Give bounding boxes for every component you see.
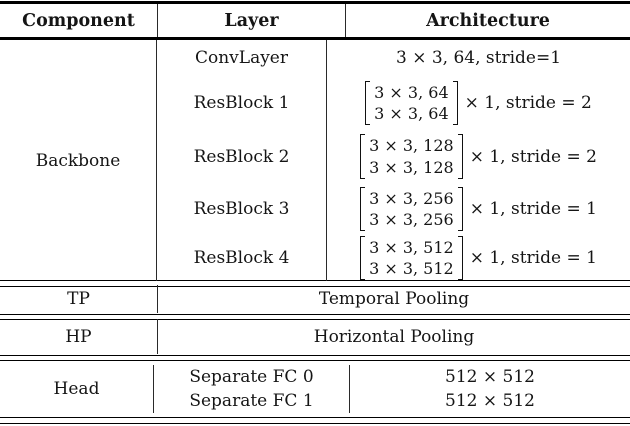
hp-section: HP Horizontal Pooling <box>0 319 630 354</box>
table-header-row: Component Layer Architecture <box>0 4 630 37</box>
right-bracket <box>457 186 463 232</box>
backbone-rows: ConvLayer 3 × 3, 64, stride=1 ResBlock 1… <box>156 40 630 281</box>
table-row-convlayer: ConvLayer 3 × 3, 64, stride=1 <box>156 40 630 76</box>
table-row-resblock1: ResBlock 1 3 × 3, 64 3 × 3, 64 × 1, stri… <box>156 76 630 130</box>
table-row-resblock3: ResBlock 3 3 × 3, 256 3 × 3, 256 × 1, st… <box>156 183 630 235</box>
header-cell-layer: Layer <box>157 4 345 37</box>
matrix-bracket-group: 3 × 3, 512 3 × 3, 512 <box>360 235 463 281</box>
architecture-value: 3 × 3, 64 3 × 3, 64 × 1, stride = 2 <box>327 76 630 130</box>
backbone-tp-separator-rule <box>0 280 630 287</box>
hp-value: Horizontal Pooling <box>157 319 630 354</box>
architecture-value: 3 × 3, 512 3 × 3, 512 × 1, stride = 1 <box>327 235 630 281</box>
matrix-suffix: × 1, stride = 2 <box>469 146 597 167</box>
matrix-row: 3 × 3, 64 <box>374 82 449 102</box>
layer-label: ResBlock 2 <box>156 130 327 183</box>
component-label-tp: TP <box>67 289 90 309</box>
table-row-separate-fc0: Separate FC 0 512 × 512 <box>153 364 630 389</box>
matrix-suffix: × 1, stride = 1 <box>469 248 597 268</box>
matrix-row: 3 × 3, 64 <box>374 104 449 123</box>
matrix-bracket-group: 3 × 3, 128 3 × 3, 128 <box>360 134 463 179</box>
table-row-separate-fc1: Separate FC 1 512 × 512 <box>153 388 630 413</box>
tp-section: TP Temporal Pooling <box>0 285 630 313</box>
layer-label: ResBlock 1 <box>156 76 327 130</box>
component-label-hp: HP <box>65 326 92 347</box>
tp-value: Temporal Pooling <box>157 285 630 313</box>
layer-label: ResBlock 4 <box>156 235 327 281</box>
matrix-rows: 3 × 3, 64 3 × 3, 64 <box>370 81 452 125</box>
head-section: Head Separate FC 0 512 × 512 Separate FC… <box>0 360 630 417</box>
matrix-row: 3 × 3, 128 <box>369 157 454 177</box>
left-bracket <box>360 134 366 179</box>
matrix-row: 3 × 3, 512 <box>369 259 454 278</box>
bottom-rule <box>0 417 630 424</box>
matrix-rows: 3 × 3, 256 3 × 3, 256 <box>365 187 458 231</box>
header-cell-component: Component <box>22 10 135 31</box>
left-bracket <box>360 235 366 281</box>
left-bracket <box>360 186 366 232</box>
matrix-rows: 3 × 3, 512 3 × 3, 512 <box>365 236 458 280</box>
architecture-value: 512 × 512 <box>445 390 535 411</box>
matrix-row: 3 × 3, 256 <box>369 210 454 229</box>
header-bottom-rule <box>0 37 630 40</box>
layer-label: ConvLayer <box>156 40 327 76</box>
layer-label: Separate FC 1 <box>153 388 350 413</box>
matrix-row: 3 × 3, 512 <box>369 237 454 257</box>
table-row-resblock4: ResBlock 4 3 × 3, 512 3 × 3, 512 × 1, st… <box>156 235 630 281</box>
architecture-value: 3 × 3, 256 3 × 3, 256 × 1, stride = 1 <box>327 183 630 235</box>
right-bracket <box>452 80 458 126</box>
matrix-bracket-group: 3 × 3, 64 3 × 3, 64 <box>365 80 458 126</box>
architecture-value: 3 × 3, 64, stride=1 <box>395 48 562 68</box>
matrix-row: 3 × 3, 128 <box>369 136 454 156</box>
layer-label: Separate FC 0 <box>153 364 350 389</box>
matrix-row: 3 × 3, 256 <box>369 188 454 208</box>
architecture-value: 512 × 512 <box>445 366 535 387</box>
matrix-suffix: × 1, stride = 1 <box>469 199 597 219</box>
top-rule <box>0 1 630 4</box>
matrix-rows: 3 × 3, 128 3 × 3, 128 <box>365 134 458 178</box>
matrix-bracket-group: 3 × 3, 256 3 × 3, 256 <box>360 186 463 232</box>
architecture-value: 3 × 3, 128 3 × 3, 128 × 1, stride = 2 <box>327 130 630 183</box>
hp-head-separator-rule <box>0 354 630 362</box>
head-rows: Separate FC 0 512 × 512 Separate FC 1 51… <box>153 360 630 417</box>
right-bracket <box>457 235 463 281</box>
header-cell-architecture: Architecture <box>345 4 630 37</box>
tp-hp-separator-rule <box>0 313 630 321</box>
component-label-backbone: Backbone <box>35 150 121 171</box>
layer-label: ResBlock 3 <box>156 183 327 235</box>
right-bracket <box>457 134 463 179</box>
backbone-section: Backbone ConvLayer 3 × 3, 64, stride=1 R… <box>0 40 630 281</box>
left-bracket <box>365 80 371 126</box>
table-row-resblock2: ResBlock 2 3 × 3, 128 3 × 3, 128 × 1, st… <box>156 130 630 183</box>
matrix-suffix: × 1, stride = 2 <box>464 93 592 113</box>
component-label-head: Head <box>53 378 100 399</box>
